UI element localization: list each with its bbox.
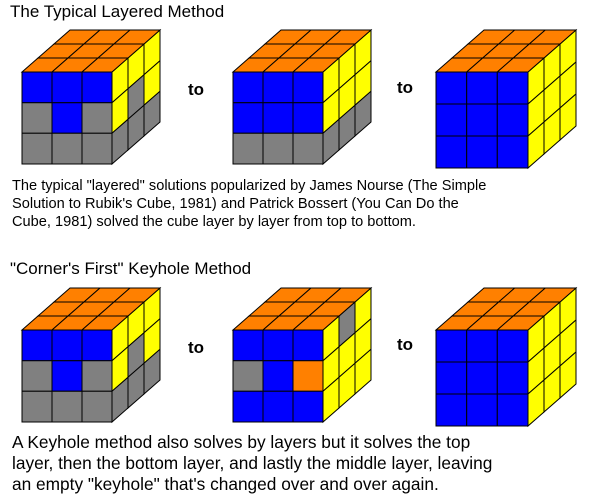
front-sticker-blue [496, 135, 529, 169]
front-sticker-blue [435, 71, 468, 105]
side-sticker-yellow [354, 348, 372, 396]
cube-layered-solved [434, 28, 578, 170]
description-line: layer, then the bottom layer, and lastly… [12, 453, 493, 473]
front-sticker-blue [51, 102, 83, 134]
section-heading-layered: The Typical Layered Method [10, 2, 225, 21]
cube-layered-step-1 [20, 28, 162, 166]
front-sticker-blue [51, 71, 83, 104]
front-sticker-blue [292, 390, 324, 423]
front-sticker-blue [51, 329, 83, 362]
front-sticker-blue [466, 103, 498, 137]
cube-keyhole-step-1 [20, 286, 162, 424]
front-sticker-blue [466, 135, 498, 169]
front-sticker-gray [81, 102, 113, 134]
description-line: The typical "layered" solutions populari… [12, 178, 487, 194]
side-sticker-gray [354, 90, 372, 138]
front-sticker-blue [232, 390, 264, 423]
front-sticker-gray [51, 132, 83, 165]
top-sticker-orange [291, 57, 341, 73]
cube-keyhole-step-2 [231, 286, 373, 424]
arrow-text-4: to [397, 335, 414, 354]
front-sticker-blue [21, 71, 53, 104]
description-line: an empty "keyhole" that's changed over a… [12, 474, 439, 494]
front-sticker-blue [466, 329, 498, 363]
front-sticker-gray [262, 132, 294, 165]
front-sticker-blue [292, 71, 324, 104]
side-sticker-gray [143, 348, 161, 396]
front-sticker-blue [435, 103, 468, 137]
top-sticker-orange [291, 315, 341, 331]
front-sticker-blue [232, 102, 264, 134]
description-line: A Keyhole method also solves by layers b… [12, 432, 471, 452]
front-sticker-blue [466, 71, 498, 105]
front-sticker-blue [81, 329, 113, 362]
front-sticker-orange [292, 360, 324, 392]
front-sticker-gray [292, 132, 324, 165]
front-sticker-gray [21, 102, 53, 134]
front-sticker-blue [435, 393, 468, 427]
front-sticker-blue [496, 71, 529, 105]
side-sticker-yellow [559, 92, 577, 142]
top-sticker-orange [80, 57, 130, 73]
front-sticker-blue [435, 361, 468, 395]
front-sticker-blue [232, 329, 264, 362]
front-sticker-blue [262, 102, 294, 134]
description-line: Cube, 1981) solved the cube layer by lay… [12, 214, 416, 230]
front-sticker-blue [51, 360, 83, 392]
side-sticker-yellow [559, 350, 577, 400]
front-sticker-gray [21, 360, 53, 392]
top-sticker-orange [80, 315, 130, 331]
section-heading-keyhole: "Corner's First" Keyhole Method [10, 259, 252, 278]
front-sticker-blue [262, 360, 294, 392]
description-line: Solution to Rubik's Cube, 1981) and Patr… [12, 196, 459, 212]
front-sticker-blue [435, 135, 468, 169]
front-sticker-gray [81, 360, 113, 392]
front-sticker-gray [81, 390, 113, 423]
layered-description: The typical "layered" solutions populari… [12, 177, 486, 231]
front-sticker-blue [496, 103, 529, 137]
front-sticker-gray [81, 132, 113, 165]
front-sticker-gray [232, 132, 264, 165]
front-sticker-blue [466, 361, 498, 395]
front-sticker-blue [262, 71, 294, 104]
front-sticker-gray [232, 360, 264, 392]
arrow-text-2: to [397, 78, 414, 97]
front-sticker-blue [21, 329, 53, 362]
front-sticker-blue [292, 329, 324, 362]
side-sticker-gray [143, 90, 161, 138]
front-sticker-gray [51, 390, 83, 423]
top-sticker-orange [495, 315, 546, 331]
front-sticker-blue [262, 390, 294, 423]
front-sticker-blue [466, 393, 498, 427]
front-sticker-gray [21, 132, 53, 165]
front-sticker-blue [262, 329, 294, 362]
arrow-text-3: to [188, 338, 205, 357]
front-sticker-blue [435, 329, 468, 363]
front-sticker-blue [292, 102, 324, 134]
front-sticker-blue [496, 393, 529, 427]
cube-layered-step-2 [231, 28, 373, 166]
top-sticker-orange [495, 57, 546, 73]
front-sticker-blue [496, 329, 529, 363]
front-sticker-blue [232, 71, 264, 104]
front-sticker-blue [496, 361, 529, 395]
front-sticker-blue [81, 71, 113, 104]
cube-keyhole-solved [434, 286, 578, 428]
arrow-text-1: to [188, 80, 205, 99]
keyhole-description: A Keyhole method also solves by layers b… [12, 432, 492, 495]
front-sticker-gray [21, 390, 53, 423]
